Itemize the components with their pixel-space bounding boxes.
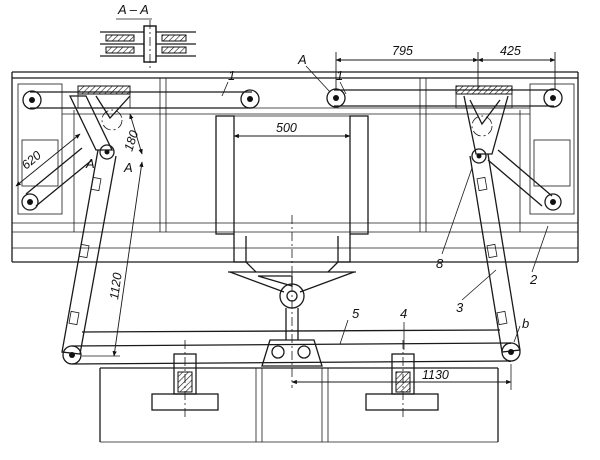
left-long-link (61, 149, 117, 365)
section-marker-a-top: A (297, 52, 307, 67)
section-title: A – A (117, 2, 149, 17)
pin-top-right (543, 88, 563, 108)
section-marker-a-left: A (85, 156, 95, 171)
part-label-4: 4 (400, 306, 407, 321)
dim-500: 500 (276, 121, 297, 135)
right-long-link (469, 153, 521, 362)
dim-180: 180 (122, 129, 142, 153)
part-label-b: b (522, 316, 529, 331)
pin-top-left (22, 90, 42, 110)
pin-left-lower (21, 193, 39, 211)
dim-1130: 1130 (422, 368, 449, 382)
pin-top-mid-left (240, 89, 260, 109)
section-hatch-right-top (161, 34, 187, 42)
base-rail (99, 340, 499, 443)
part-label-8: 8 (436, 256, 444, 271)
center-plate-right (349, 115, 369, 235)
dim-425: 425 (500, 44, 521, 58)
pin-right-lower (544, 193, 562, 211)
center-bracket (228, 215, 356, 388)
right-arm-assembly (463, 95, 562, 211)
section-hatch-right-bottom (161, 46, 187, 54)
part-label-2: 2 (529, 272, 538, 287)
guide-block-left (77, 85, 131, 95)
pin-right-arm (471, 148, 487, 164)
dimension-lines (15, 52, 556, 390)
part-label-5: 5 (352, 306, 360, 321)
center-plate-left (215, 115, 235, 235)
section-marker-a-right: A (123, 160, 133, 175)
section-a-a-detail (100, 18, 196, 68)
main-frame (11, 71, 579, 263)
pin-left-arm (99, 144, 115, 160)
dim-620: 620 (19, 148, 44, 172)
dim-1120: 1120 (107, 272, 125, 301)
part-label-1-left: 1 (228, 68, 235, 83)
top-links (22, 85, 563, 110)
dim-795: 795 (392, 44, 413, 58)
guide-block-right (455, 85, 513, 95)
part-label-3: 3 (456, 300, 464, 315)
section-hatch-left-bottom (105, 46, 135, 54)
lower-beam (71, 329, 512, 365)
part-label-1-right: 1 (336, 68, 343, 83)
section-hatch-left-top (105, 34, 135, 42)
